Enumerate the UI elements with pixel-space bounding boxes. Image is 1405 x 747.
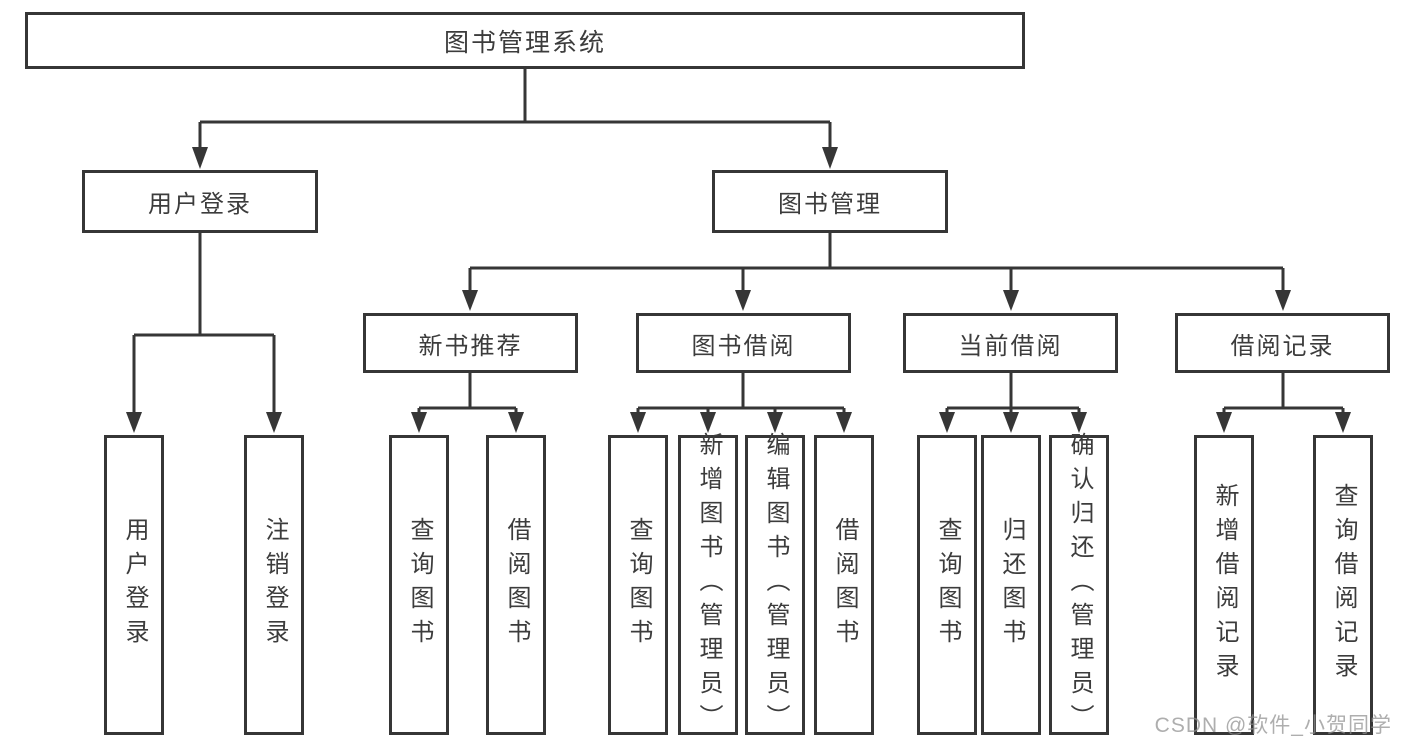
node-root-system: 图书管理系统 xyxy=(25,12,1025,69)
node-book-management: 图书管理 xyxy=(712,170,948,233)
leaf-add-books-admin-label: 新增图书（管理员） xyxy=(695,432,722,738)
connector-book-borrowing-to-leaves xyxy=(630,373,852,433)
node-root-system-label: 图书管理系统 xyxy=(443,28,606,57)
leaf-confirm-return-admin: 确认归还（管理员） xyxy=(1049,432,1109,738)
leaf-edit-books-admin-label: 编辑图书（管理员） xyxy=(762,432,789,738)
leaf-query-books-recommend: 查询图书 xyxy=(389,435,449,735)
node-book-management-label: 图书管理 xyxy=(778,191,882,218)
node-new-book-recommend: 新书推荐 xyxy=(363,313,578,373)
node-book-borrowing-label: 图书借阅 xyxy=(691,332,796,360)
node-new-book-recommend-label: 新书推荐 xyxy=(418,332,523,360)
node-borrowing-records: 借阅记录 xyxy=(1175,313,1390,373)
leaf-query-books-borrowing: 查询图书 xyxy=(608,435,668,735)
connector-new-book-recommend-to-leaves xyxy=(411,373,524,433)
leaf-query-borrow-record: 查询借阅记录 xyxy=(1313,435,1373,735)
leaf-return-books: 归还图书 xyxy=(981,435,1041,735)
leaf-borrow-books-recommend: 借阅图书 xyxy=(486,435,546,735)
leaf-add-books-admin: 新增图书（管理员） xyxy=(678,432,738,738)
leaf-borrow-books: 借阅图书 xyxy=(814,435,874,735)
leaf-user-login-label: 用户登录 xyxy=(121,517,148,653)
leaf-query-books-current: 查询图书 xyxy=(917,435,977,735)
leaf-query-books-borrowing-label: 查询图书 xyxy=(625,517,652,653)
leaf-query-borrow-record-label: 查询借阅记录 xyxy=(1330,483,1357,687)
leaf-return-books-label: 归还图书 xyxy=(998,517,1025,653)
leaf-user-login: 用户登录 xyxy=(104,435,164,735)
node-borrowing-records-label: 借阅记录 xyxy=(1230,332,1335,360)
leaf-borrow-books-label: 借阅图书 xyxy=(831,517,858,653)
leaf-confirm-return-admin-label: 确认归还（管理员） xyxy=(1066,432,1093,738)
connector-borrowing-records-to-leaves xyxy=(1216,373,1351,433)
csdn-watermark: CSDN @软件_小贺同学 xyxy=(1154,714,1392,737)
connector-current-borrowing-to-leaves xyxy=(939,373,1087,433)
node-user-login-label: 用户登录 xyxy=(148,191,252,218)
node-book-borrowing: 图书借阅 xyxy=(636,313,851,373)
leaf-logout: 注销登录 xyxy=(244,435,304,735)
leaf-add-borrow-record: 新增借阅记录 xyxy=(1194,435,1254,735)
leaf-query-books-recommend-label: 查询图书 xyxy=(406,517,433,653)
connector-book-management-to-level3 xyxy=(462,233,1291,311)
leaf-edit-books-admin: 编辑图书（管理员） xyxy=(745,432,805,738)
leaf-borrow-books-recommend-label: 借阅图书 xyxy=(503,517,530,653)
leaf-query-books-current-label: 查询图书 xyxy=(934,517,961,653)
connector-root-to-level2 xyxy=(192,69,838,169)
node-user-login: 用户登录 xyxy=(82,170,318,233)
leaf-add-borrow-record-label: 新增借阅记录 xyxy=(1211,483,1238,687)
node-current-borrowing: 当前借阅 xyxy=(903,313,1118,373)
leaf-logout-label: 注销登录 xyxy=(261,517,288,653)
connector-user-login-to-leaves xyxy=(126,233,282,433)
node-current-borrowing-label: 当前借阅 xyxy=(958,332,1063,360)
